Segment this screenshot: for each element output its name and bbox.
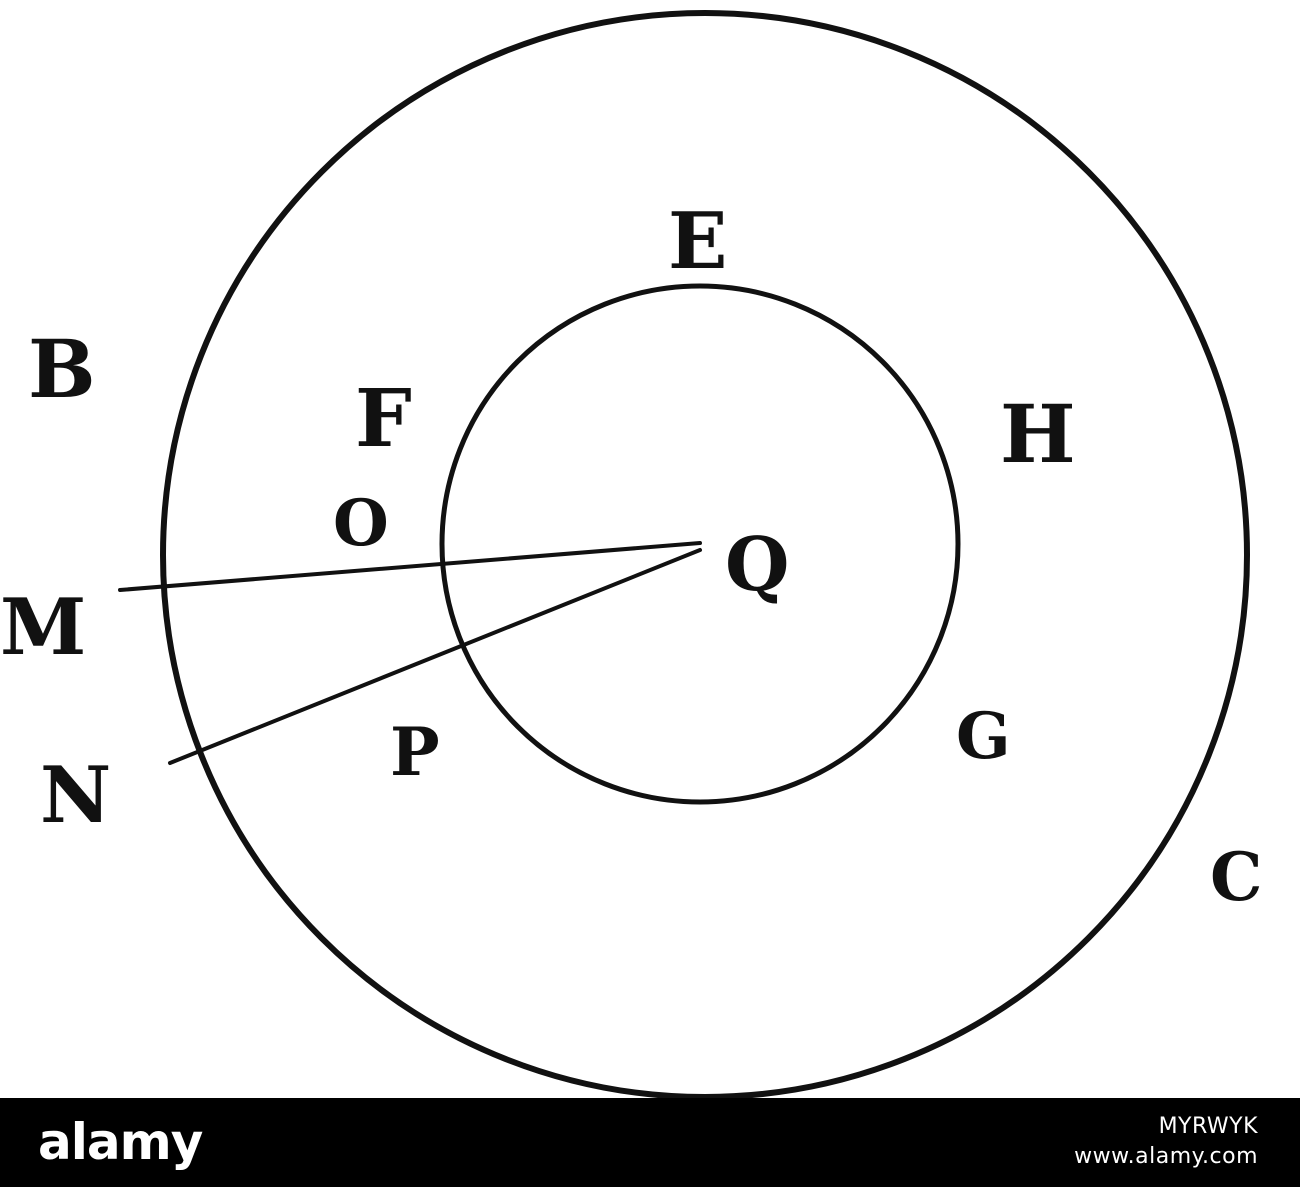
label-c: C bbox=[1210, 838, 1263, 916]
label-n: N bbox=[40, 750, 111, 841]
line-mq bbox=[118, 541, 702, 592]
alamy-logo: alamy bbox=[38, 1113, 203, 1171]
label-m: M bbox=[0, 582, 86, 673]
circle-diagram: B E F H O Q M P G N C bbox=[0, 10, 1263, 1098]
label-q: Q bbox=[725, 522, 789, 608]
label-p: P bbox=[390, 713, 440, 791]
image-id: MYRWYK bbox=[1158, 1114, 1258, 1139]
line-nq bbox=[168, 548, 702, 765]
label-e: E bbox=[668, 196, 727, 287]
label-b: B bbox=[28, 322, 96, 416]
watermark-info: MYRWYK www.alamy.com bbox=[1074, 1112, 1258, 1172]
label-f: F bbox=[355, 371, 412, 465]
inner-circle bbox=[439, 283, 961, 805]
label-g: G bbox=[956, 699, 1011, 774]
watermark-url: www.alamy.com bbox=[1074, 1144, 1258, 1169]
watermark-banner: alamy MYRWYK www.alamy.com bbox=[0, 1098, 1300, 1187]
label-o: O bbox=[333, 486, 389, 561]
outer-circle bbox=[160, 10, 1250, 1098]
label-h: H bbox=[1000, 387, 1076, 481]
